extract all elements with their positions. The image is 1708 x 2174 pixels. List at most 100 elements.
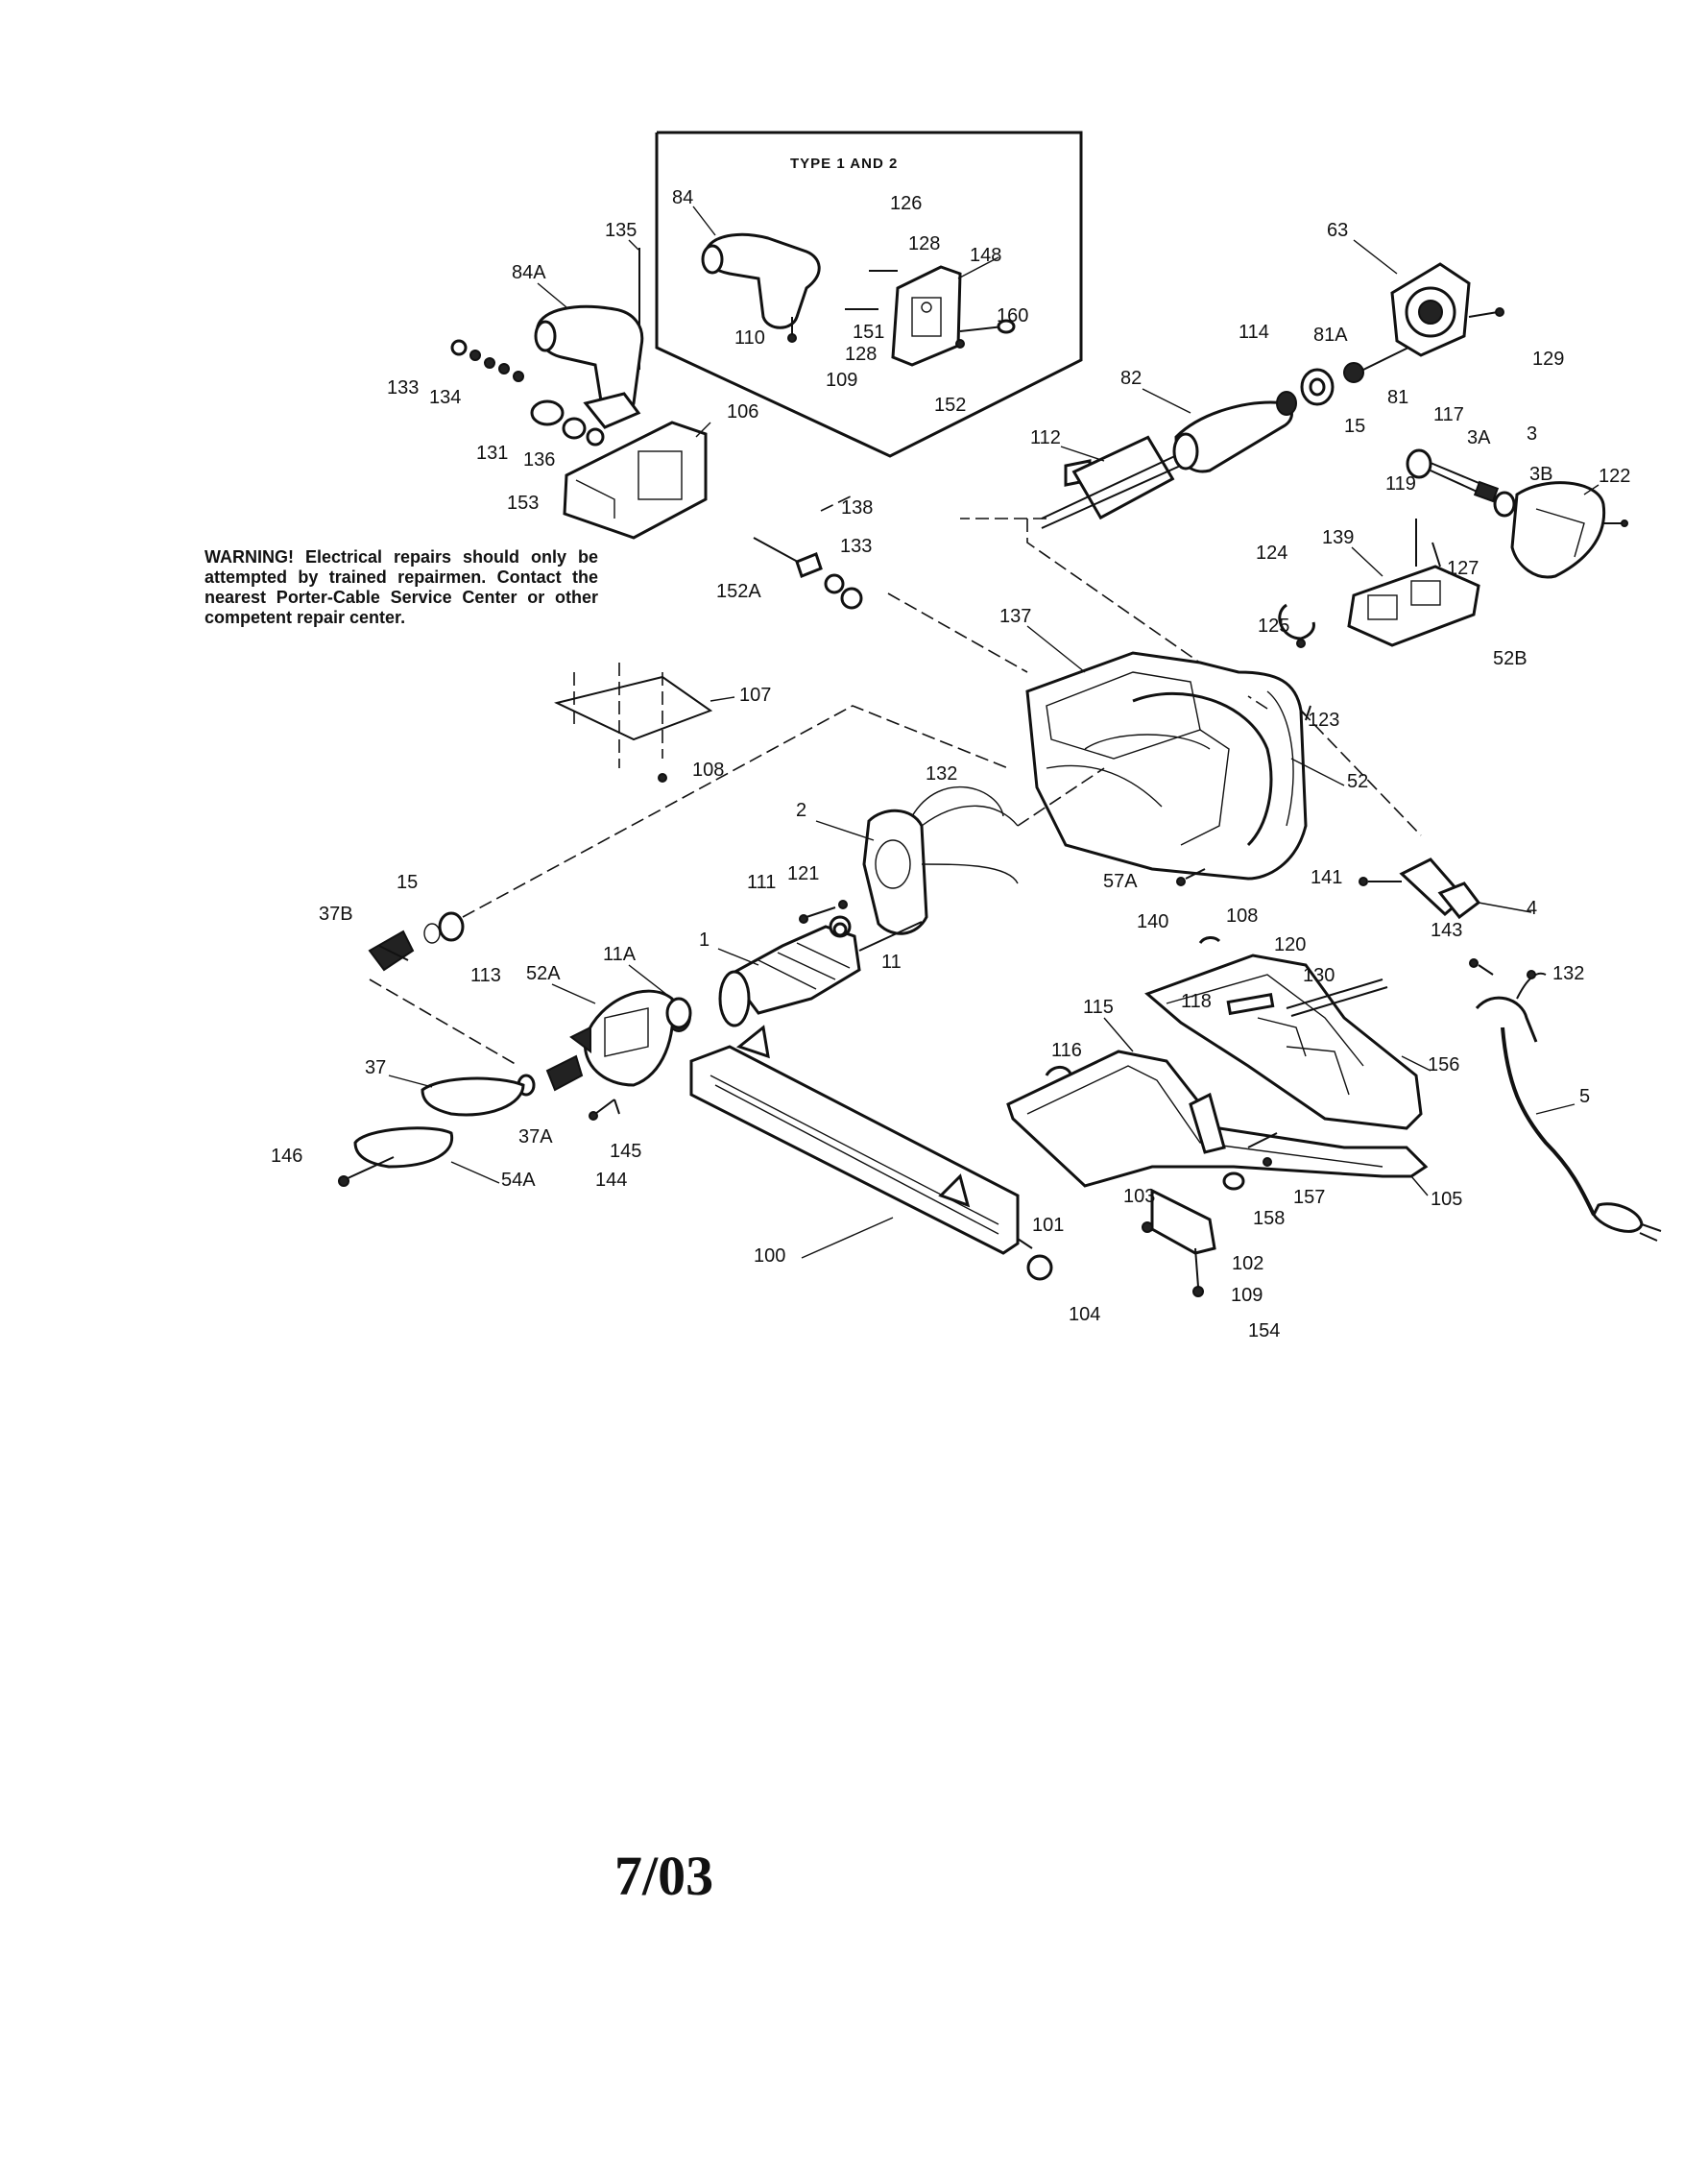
bearing-15-and-cap-37B xyxy=(368,911,465,972)
part-label-52: 52 xyxy=(1347,771,1368,792)
part-label-152: 152 xyxy=(934,395,966,416)
part-label-151: 151 xyxy=(853,322,884,343)
bearing-plate-63 xyxy=(1390,262,1504,357)
part-label-81A: 81A xyxy=(1313,325,1348,346)
part-label-137: 137 xyxy=(999,606,1031,627)
part-label-128: 128 xyxy=(908,233,940,254)
part-label-120: 120 xyxy=(1274,934,1306,955)
part-label-144: 144 xyxy=(595,1170,627,1191)
part-label-104: 104 xyxy=(1069,1304,1100,1325)
part-label-130: 130 xyxy=(1303,965,1335,986)
part-label-113: 113 xyxy=(470,965,501,986)
part-label-52B: 52B xyxy=(1493,648,1528,669)
part-label-153: 153 xyxy=(507,493,539,514)
part-label-116: 116 xyxy=(1051,1040,1082,1061)
part-label-132: 132 xyxy=(926,763,957,785)
part-label-111: 111 xyxy=(747,872,776,893)
part-label-37B: 37B xyxy=(319,904,353,925)
part-label-158: 158 xyxy=(1253,1208,1285,1229)
part-label-107: 107 xyxy=(739,685,771,706)
fasteners xyxy=(753,537,1311,924)
part-label-118: 118 xyxy=(1181,991,1212,1012)
part-label-15-upper: 15 xyxy=(1344,416,1365,437)
part-label-11A: 11A xyxy=(603,944,637,965)
part-label-145: 145 xyxy=(610,1141,641,1162)
date-stamp: 7/03 xyxy=(614,1845,714,1907)
part-label-123: 123 xyxy=(1308,710,1339,731)
part-label-84: 84 xyxy=(672,187,693,208)
rip-fence-100 xyxy=(689,1025,1053,1281)
part-label-128-lower: 128 xyxy=(845,344,877,365)
part-label-115: 115 xyxy=(1083,997,1114,1018)
part-label-106: 106 xyxy=(727,401,758,423)
part-label-138: 138 xyxy=(841,497,873,519)
part-label-82: 82 xyxy=(1120,368,1142,389)
inset-type-1-and-2: TYPE 1 AND 2 xyxy=(655,131,1083,458)
part-label-11: 11 xyxy=(881,952,902,973)
part-label-148: 148 xyxy=(970,245,1001,266)
part-labels: 84 126 128 148 151 128 160 110 109 152 1… xyxy=(271,187,1630,1341)
part-label-37: 37 xyxy=(365,1057,386,1078)
switch-139 xyxy=(1278,519,1480,648)
assembly-centerlines xyxy=(369,494,1268,1067)
part-label-141: 141 xyxy=(1311,867,1342,888)
part-label-81: 81 xyxy=(1387,387,1408,408)
part-label-109-lower: 109 xyxy=(1231,1285,1263,1306)
part-label-122: 122 xyxy=(1599,466,1630,487)
part-label-52A: 52A xyxy=(526,963,561,984)
part-label-84A: 84A xyxy=(512,262,546,283)
part-label-134: 134 xyxy=(429,387,461,408)
part-label-131: 131 xyxy=(476,443,508,464)
part-label-133: 133 xyxy=(387,377,419,399)
part-label-125: 125 xyxy=(1258,616,1289,637)
part-label-157: 157 xyxy=(1293,1187,1325,1208)
shoe-base-105 xyxy=(1006,936,1429,1297)
part-label-112: 112 xyxy=(1030,427,1061,448)
part-label-129: 129 xyxy=(1532,349,1564,370)
part-label-127: 127 xyxy=(1447,558,1479,579)
cord-protector-4 xyxy=(1359,858,1481,920)
part-label-152A: 152A xyxy=(716,581,761,602)
part-label-101: 101 xyxy=(1032,1215,1064,1236)
part-label-54A: 54A xyxy=(501,1170,536,1191)
end-cap-52B xyxy=(1510,481,1628,579)
part-label-143: 143 xyxy=(1431,920,1462,941)
inset-title: TYPE 1 AND 2 xyxy=(790,156,898,172)
field-assembly-2 xyxy=(862,767,1105,935)
brush-assembly xyxy=(1406,448,1516,518)
brush-caps-37 xyxy=(338,1054,620,1187)
part-label-100: 100 xyxy=(754,1245,785,1267)
part-label-156: 156 xyxy=(1428,1054,1459,1075)
part-label-124: 124 xyxy=(1256,543,1287,564)
part-label-140: 140 xyxy=(1137,911,1168,932)
part-label-105: 105 xyxy=(1431,1189,1462,1210)
part-label-2: 2 xyxy=(796,800,806,821)
end-bell-52A xyxy=(569,989,692,1087)
part-label-110: 110 xyxy=(734,327,765,349)
part-label-108: 108 xyxy=(692,760,724,781)
part-label-3: 3 xyxy=(1527,423,1537,445)
part-label-133-mid: 133 xyxy=(840,536,872,557)
leader-lines xyxy=(388,205,1600,1259)
part-label-126: 126 xyxy=(890,193,922,214)
shaft-and-gear-housing xyxy=(960,343,1417,697)
part-label-1: 1 xyxy=(699,930,710,951)
label-plate-107 xyxy=(554,663,713,783)
part-label-3A: 3A xyxy=(1467,427,1491,448)
part-label-57A: 57A xyxy=(1103,871,1138,892)
power-cord-5 xyxy=(1469,958,1662,1242)
electrical-repair-warning: WARNING! Electrical repairs should only … xyxy=(204,547,598,627)
motor-housing-137 xyxy=(1025,651,1422,881)
part-label-139: 139 xyxy=(1322,527,1354,548)
part-label-15-lower: 15 xyxy=(397,872,418,893)
part-label-4: 4 xyxy=(1527,898,1537,919)
part-label-63: 63 xyxy=(1327,220,1348,241)
part-label-103: 103 xyxy=(1123,1186,1155,1207)
part-label-37A: 37A xyxy=(518,1126,553,1147)
part-label-132-lower: 132 xyxy=(1552,963,1584,984)
part-label-114: 114 xyxy=(1239,322,1269,343)
handle-assembly xyxy=(450,248,708,540)
part-label-119: 119 xyxy=(1385,473,1416,495)
part-label-135: 135 xyxy=(605,220,637,241)
